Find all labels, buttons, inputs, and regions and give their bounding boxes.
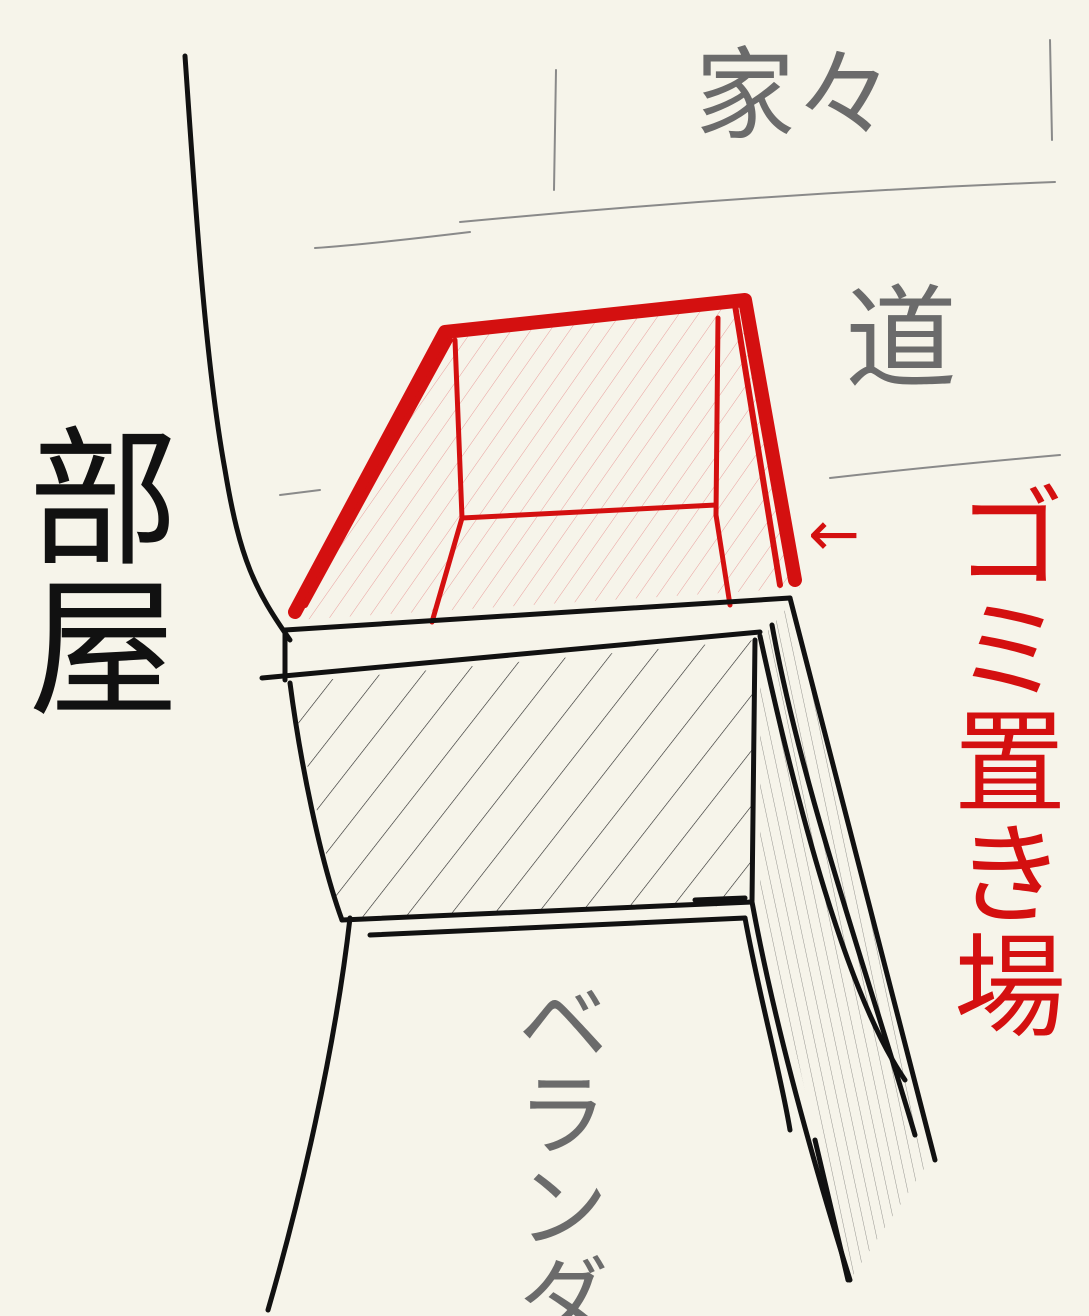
- arrow-icon: ←: [808, 497, 860, 570]
- trash-area-label: ゴミ置き場: [935, 480, 1065, 1040]
- room-wall-line: [185, 56, 290, 640]
- houses-label: 家々: [695, 37, 895, 154]
- veranda-floor-left: [268, 918, 350, 1310]
- trash-area-drawing: [295, 300, 800, 622]
- veranda-label: ベランダ: [502, 975, 609, 1316]
- room-label: 部屋: [3, 420, 177, 720]
- road-label: 道: [845, 275, 957, 405]
